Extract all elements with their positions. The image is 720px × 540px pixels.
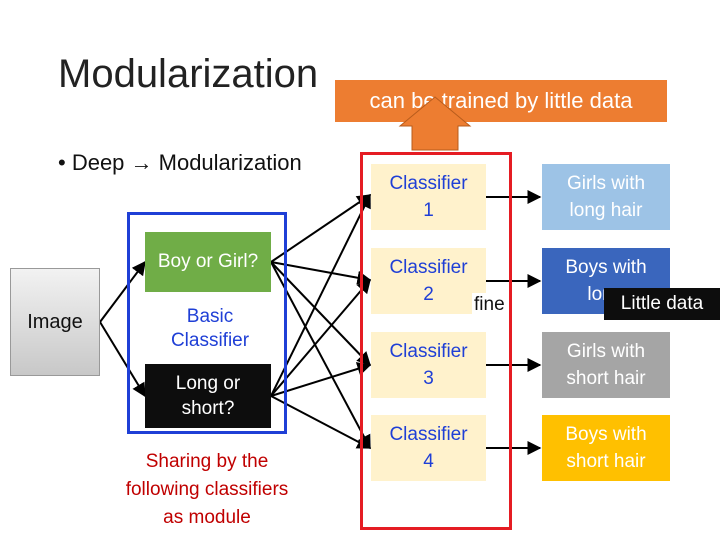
classifier-1-line2: 1 [423, 200, 434, 221]
arrow-image-to-question1 [99, 260, 146, 323]
output-boys-short-hair: Boys with short hair [542, 415, 670, 481]
output-4-line2: short hair [566, 451, 646, 472]
sharing-line2: following classifiers [125, 479, 289, 500]
bullet-point: • Deep → Modularization [58, 150, 302, 175]
basic-classifier-line2: Classifier [170, 330, 250, 351]
little-data-label: Little data [604, 288, 720, 320]
arrow-q1-to-classifier3 [270, 261, 371, 367]
module-frame [127, 212, 287, 434]
basic-classifier-label: Basic Classifier [140, 300, 280, 358]
arrow-q2-to-classifier4 [270, 395, 372, 449]
sharing-line3: as module [163, 507, 251, 528]
classifier-2-line2: 2 [423, 284, 434, 305]
classifier-4-line1: Classifier [389, 424, 468, 445]
classifier-2-line1: Classifier [389, 257, 468, 278]
basic-classifier-line1: Basic [186, 306, 234, 327]
classifier-1-line1: Classifier [389, 173, 468, 194]
arrow-image-to-question2 [99, 321, 146, 398]
little-data-banner: can be trained by little data [335, 80, 667, 122]
slide-title: Modularization [58, 52, 319, 96]
classifier-2: Classifier 2 [371, 248, 486, 314]
fine-annotation: fine [472, 293, 507, 317]
output-3-line1: Girls with [566, 341, 646, 362]
output-1-line1: Girls with [566, 173, 646, 194]
question2-line1: Long or [175, 373, 241, 394]
arrow-q2-to-classifier3 [270, 362, 372, 397]
classifier-3-line1: Classifier [389, 341, 468, 362]
sharing-line1: Sharing by the [145, 451, 269, 472]
output-3-line2: short hair [566, 368, 646, 389]
arrow-q2-to-classifier2 [270, 278, 371, 397]
classifier-1: Classifier 1 [371, 164, 486, 230]
output-1-line2: long hair [569, 200, 643, 221]
question-long-or-short: Long or short? [145, 364, 271, 428]
arrow-q1-to-classifier4 [270, 261, 371, 450]
arrow-q1-to-classifier1 [270, 194, 372, 263]
output-4-line1: Boys with [565, 424, 647, 445]
classifier-3: Classifier 3 [371, 332, 486, 398]
output-girls-short-hair: Girls with short hair [542, 332, 670, 398]
output-girls-long-hair: Girls with long hair [542, 164, 670, 230]
sharing-note: Sharing by the following classifiers as … [100, 448, 314, 532]
up-arrow-icon [398, 96, 472, 151]
arrow-q2-to-classifier1 [270, 193, 371, 397]
output-2-line1: Boys with [565, 257, 647, 278]
classifier-frame [360, 152, 512, 530]
classifier-3-line2: 3 [423, 368, 434, 389]
question2-line2: short? [181, 398, 235, 419]
classifier-4-line2: 4 [423, 451, 434, 472]
image-input: Image [10, 268, 100, 376]
arrow-q1-to-classifier2 [270, 261, 372, 285]
question-boy-or-girl: Boy or Girl? [145, 232, 271, 292]
classifier-4: Classifier 4 [371, 415, 486, 481]
